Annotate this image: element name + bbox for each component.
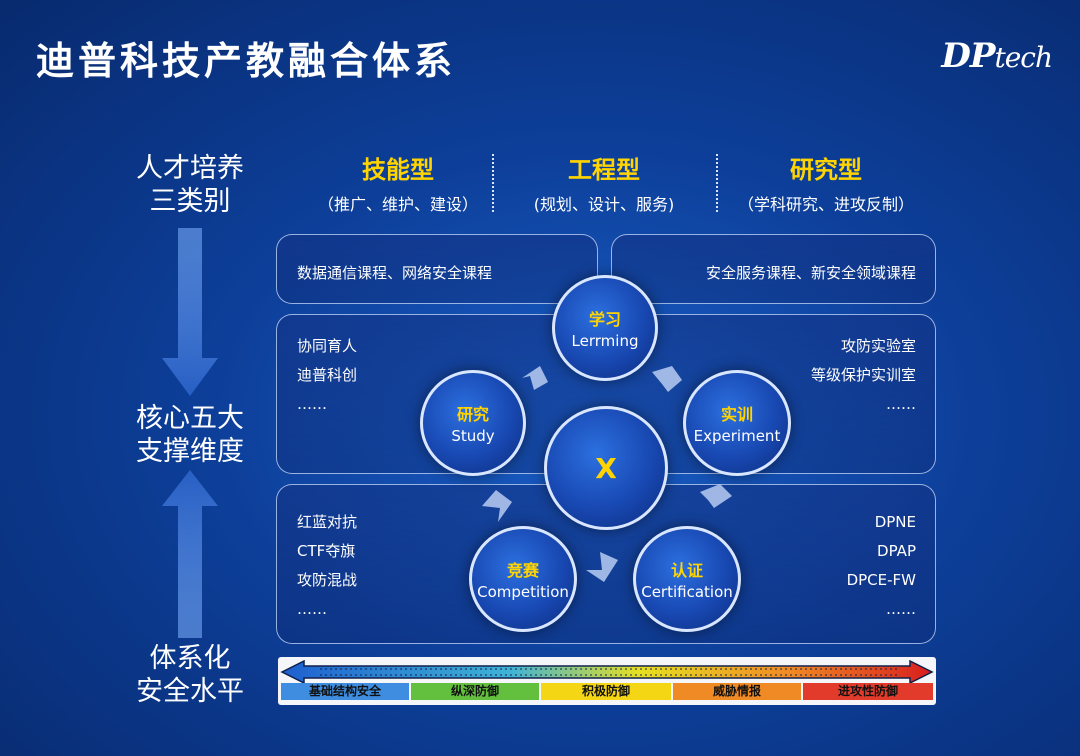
scale-segment-offensive-defense: 进攻性防御 — [803, 683, 933, 700]
up-arrow-icon — [162, 470, 218, 638]
list-item: 等级保护实训室 — [810, 366, 916, 384]
panel-top-left — [276, 234, 598, 304]
list-item: DPNE — [874, 513, 916, 531]
logo-main: DP — [941, 36, 995, 76]
logo-suffix: tech — [994, 41, 1053, 74]
type-divider — [716, 154, 718, 212]
label-talent-line2: 三类别 — [149, 186, 231, 217]
arrow-icon — [482, 490, 512, 522]
label-core-dimensions: 核心五大 支撑维度 — [120, 402, 260, 468]
label-security-level: 体系化 安全水平 — [120, 642, 260, 708]
label-core-line2: 支撑维度 — [136, 436, 244, 467]
node-certification-en: Certification — [641, 583, 733, 601]
list-item: 迪普科创 — [297, 366, 358, 384]
list-item: 协同育人 — [297, 337, 358, 355]
label-talent-categories: 人才培养 三类别 — [120, 152, 260, 218]
scale-segment-basic: 基础结构安全 — [281, 683, 409, 700]
node-competition-en: Competition — [477, 583, 569, 601]
type-engineering-name: 工程型 — [568, 156, 640, 184]
list-item: 攻防实验室 — [840, 337, 916, 355]
list-item: DPAP — [877, 542, 916, 560]
type-research-desc: （学科研究、进攻反制） — [737, 195, 914, 214]
node-study-en: Study — [451, 427, 495, 445]
node-certification: 认证 Certification — [633, 526, 741, 632]
scale-segment-threat-intel: 威胁情报 — [673, 683, 801, 700]
label-core-line1: 核心五大 — [136, 403, 244, 434]
mid-left-list: 协同育人 迪普科创 …… — [297, 332, 357, 419]
type-skill-name: 技能型 — [362, 156, 434, 184]
node-learn: 学习 Lerrming — [552, 275, 658, 381]
node-study: 研究 Study — [420, 370, 526, 476]
center-node: X — [544, 406, 668, 530]
arrow-icon — [522, 366, 548, 390]
type-engineering: 工程型 (规划、设计、服务) — [496, 150, 712, 215]
page-title: 迪普科技产教融合体系 — [36, 39, 457, 83]
node-learn-cn: 学习 — [588, 310, 621, 329]
type-engineering-desc: (规划、设计、服务) — [533, 195, 675, 214]
node-study-cn: 研究 — [456, 405, 489, 424]
node-certification-cn: 认证 — [670, 561, 703, 580]
panel-top-right — [611, 234, 936, 304]
type-skill-desc: （推广、维护、建设） — [317, 195, 478, 214]
bot-left-list: 红蓝对抗 CTF夺旗 攻防混战 …… — [297, 508, 357, 624]
label-security-line2: 安全水平 — [136, 676, 244, 707]
node-learn-en: Lerrming — [571, 332, 639, 350]
arrow-icon — [652, 366, 682, 392]
type-research-name: 研究型 — [790, 156, 862, 184]
node-competition-cn: 竞赛 — [506, 561, 539, 580]
type-divider — [492, 154, 494, 212]
mid-right-list: 攻防实验室 等级保护实训室 …… — [811, 332, 916, 419]
node-experiment-cn: 实训 — [720, 405, 753, 424]
arrow-icon — [586, 552, 618, 582]
list-item: DPCE-FW — [846, 571, 916, 589]
courses-right: 安全服务课程、新安全领域课程 — [705, 264, 916, 282]
list-item: 攻防混战 — [297, 571, 358, 589]
security-scale-bar: 基础结构安全 纵深防御 积极防御 威胁情报 进攻性防御 — [278, 657, 936, 705]
courses-left: 数据通信课程、网络安全课程 — [297, 264, 493, 282]
double-arrow-icon — [280, 660, 934, 684]
list-item: CTF夺旗 — [297, 542, 356, 560]
node-experiment-en: Experiment — [693, 427, 781, 445]
node-competition: 竞赛 Competition — [469, 526, 577, 632]
arrow-icon — [700, 484, 732, 508]
cycle-arrows — [482, 366, 732, 582]
bot-right-list: DPNE DPAP DPCE-FW …… — [847, 508, 916, 624]
list-item: …… — [297, 600, 327, 618]
scale-segment-defense-in-depth: 纵深防御 — [411, 683, 539, 700]
label-security-line1: 体系化 — [149, 643, 231, 674]
type-research: 研究型 （学科研究、进攻反制） — [718, 150, 934, 215]
center-x-label: X — [595, 451, 617, 485]
talent-types-row: 技能型 （推广、维护、建设） 工程型 (规划、设计、服务) 研究型 （学科研究、… — [290, 150, 940, 220]
down-arrow-icon — [162, 228, 218, 396]
list-item: …… — [886, 600, 916, 618]
type-skill: 技能型 （推广、维护、建设） — [290, 150, 506, 215]
list-item: 红蓝对抗 — [297, 513, 358, 531]
scale-segment-active-defense: 积极防御 — [541, 683, 671, 700]
node-experiment: 实训 Experiment — [683, 370, 791, 476]
label-talent-line1: 人才培养 — [136, 153, 244, 184]
list-item: …… — [886, 395, 916, 413]
list-item: …… — [297, 395, 327, 413]
dptech-logo: DPtech — [941, 36, 1053, 76]
